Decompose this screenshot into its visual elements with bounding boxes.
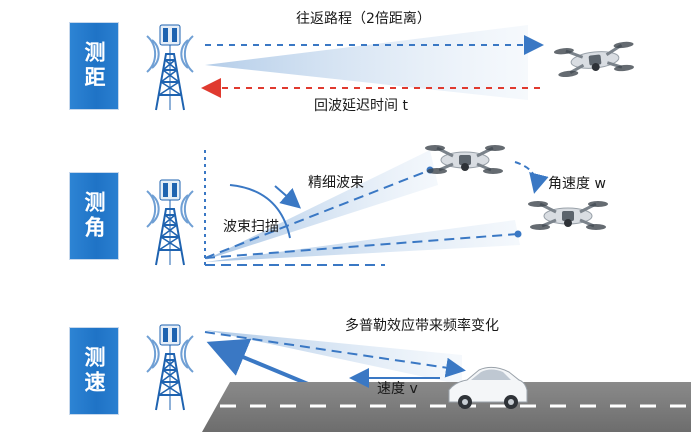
beam-scan-arc (229, 184, 291, 239)
speed-label: 测速 (70, 328, 118, 414)
fine-beam-top (205, 150, 438, 260)
range-label: 测距 (70, 23, 118, 109)
echo-delay-text: 回波延迟时间 t (314, 98, 408, 114)
road (202, 382, 691, 432)
angle-label: 测角 (70, 173, 118, 259)
cell-tower-icon (146, 324, 194, 411)
doppler-return-arrow (206, 338, 309, 386)
target-point-bottom (514, 230, 522, 238)
drone-icon (526, 199, 610, 232)
doppler-text: 多普勒效应带来频率变化 (345, 318, 499, 334)
beam-scan-text: 波束扫描 (223, 219, 279, 235)
beam-scan-arrow (274, 185, 302, 209)
fine-beam-text: 精细波束 (308, 175, 364, 191)
cell-tower-icon (146, 24, 194, 111)
angle-ray-bottom (204, 233, 519, 259)
angle-ray-top (204, 169, 431, 259)
doppler-outgoing-arrow (204, 331, 466, 378)
angular-velocity-arrow (514, 161, 549, 194)
doppler-beam (205, 330, 462, 385)
drone-icon (423, 143, 507, 176)
cell-tower-icon (146, 179, 194, 266)
round-trip-text: 往返路程（2倍距离） (296, 11, 431, 27)
drone-icon (552, 39, 638, 80)
fine-beam-bottom (205, 220, 520, 262)
range-beam (205, 25, 528, 100)
angular-velocity-text: 角速度 w (548, 176, 606, 192)
velocity-text: 速度 v (377, 381, 418, 397)
